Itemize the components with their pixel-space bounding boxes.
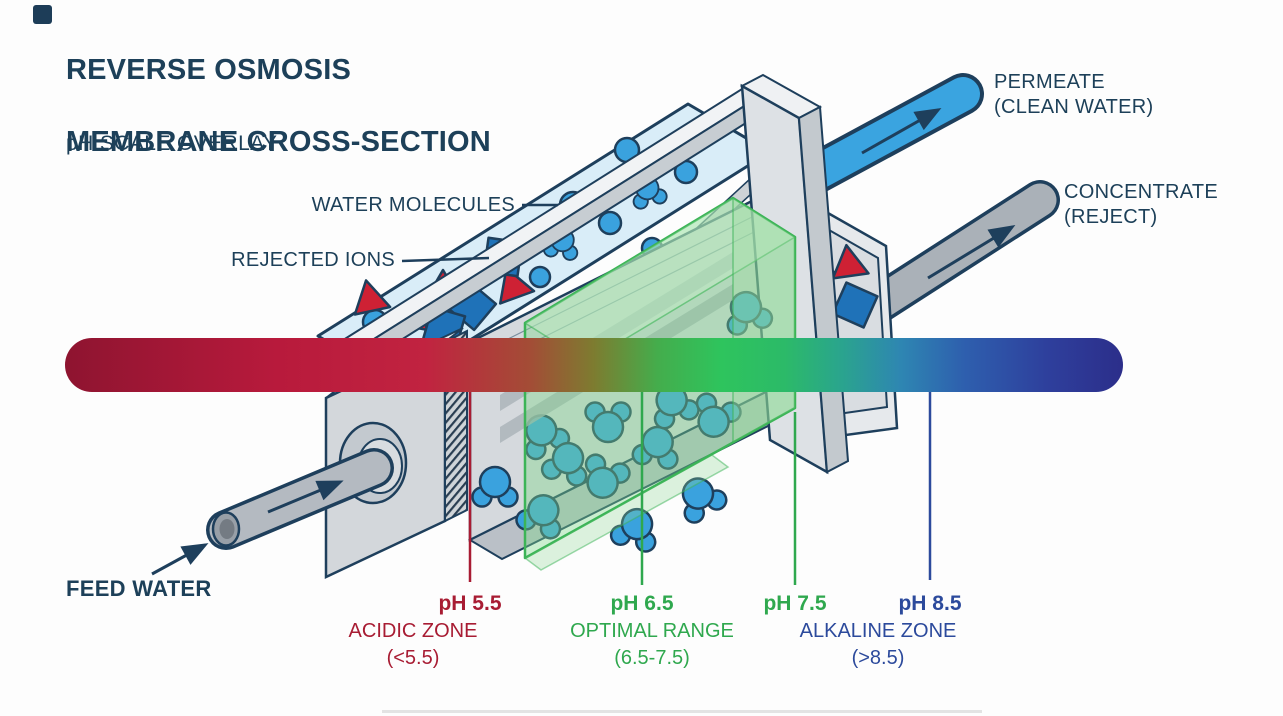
ph-marker-lines: [468, 392, 932, 585]
water-molecules-label: WATER MOLECULES: [311, 194, 515, 216]
ph-gradient-bar: [65, 338, 1123, 392]
ph-8-5-label: pH 8.5: [898, 592, 962, 615]
ph-5-5-label: pH 5.5: [438, 592, 502, 615]
permeate-label: PERMEATE(CLEAN WATER): [994, 71, 1154, 118]
title-line1: REVERSE OSMOSIS: [66, 54, 352, 86]
feed-water-arrow-icon: [151, 543, 209, 576]
rejected-ions-label: REJECTED IONS: [231, 249, 395, 271]
optimal-range-label: OPTIMAL RANGE(6.5-7.5): [570, 620, 734, 669]
bottom-smudge: [382, 710, 982, 713]
water-molecule-icon: [597, 210, 623, 236]
permeate-flow-arrow-icon: [861, 108, 942, 155]
concentrate-pipe: [852, 180, 1060, 328]
acidic-zone-label: ACIDIC ZONE(<5.5): [348, 620, 478, 669]
concentrate-flow-arrow-icon: [927, 224, 1016, 280]
feed-pipe: [206, 448, 394, 550]
alkaline-zone-label: ALKALINE ZONE(>8.5): [799, 620, 957, 669]
page-title: REVERSE OSMOSIS MEMBRANE CROSS-SECTION: [66, 52, 491, 160]
permeate-pipe: [779, 73, 984, 203]
concentrate-label: CONCENTRATE(REJECT): [1064, 181, 1219, 228]
feed-flow-arrow-icon: [267, 480, 344, 514]
ph-6-5-label: pH 6.5: [610, 592, 674, 615]
leader-lines: [151, 203, 558, 576]
page-subtitle: pH SCALE OVERLAY: [66, 132, 278, 155]
rejected-ions-leader-line: [401, 256, 490, 263]
ph-7-5-label: pH 7.5: [763, 592, 827, 615]
corner-mark: [33, 5, 52, 24]
feed-water-label: FEED WATER: [66, 576, 212, 601]
title-line2: MEMBRANE CROSS-SECTION: [66, 126, 491, 158]
water-molecule-icon: [528, 265, 552, 289]
